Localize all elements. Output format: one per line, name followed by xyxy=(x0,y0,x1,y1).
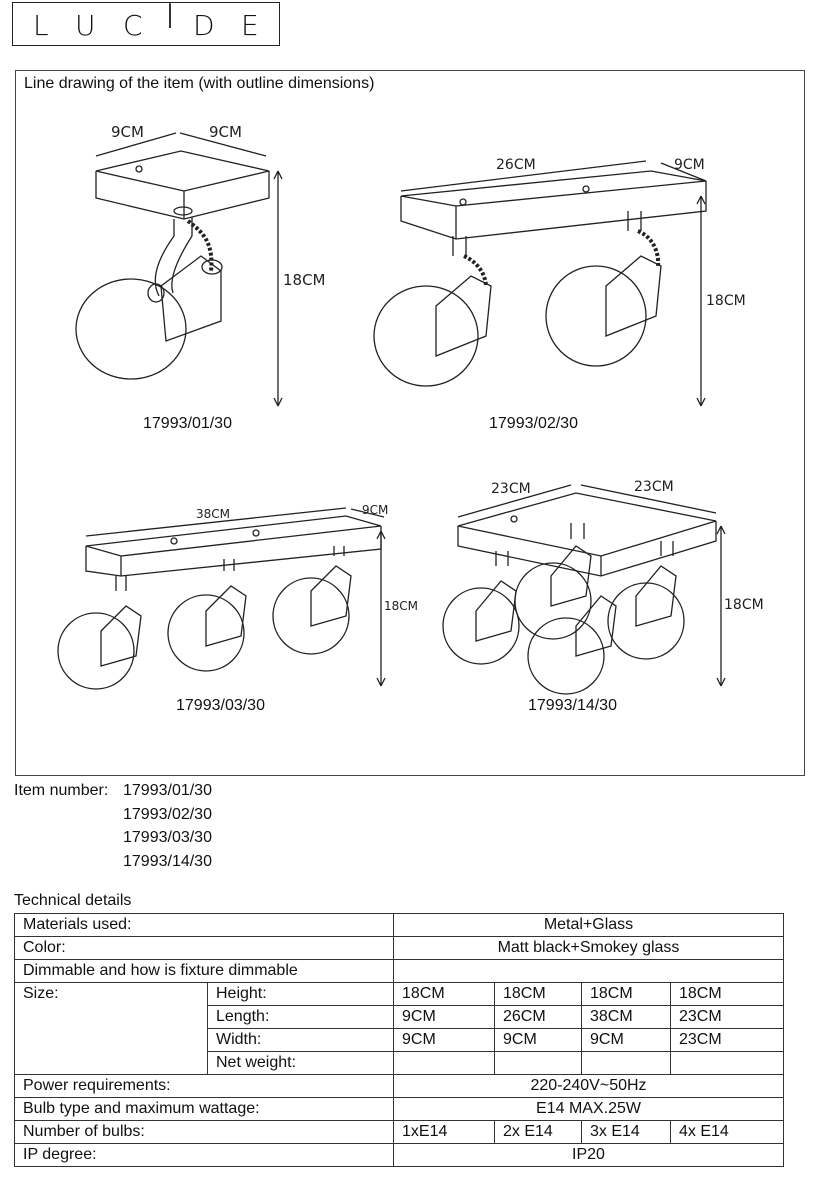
brand-logo: L U C I D E xyxy=(12,0,280,46)
row-value: 220-240V~50Hz xyxy=(393,1074,784,1098)
cell: 18CM xyxy=(494,982,582,1006)
cell: 1xE14 xyxy=(393,1120,495,1144)
item-number: 17993/03/30 xyxy=(123,829,212,846)
fixture-quad-drawing xyxy=(442,484,726,695)
table-row: Power requirements: 220-240V~50Hz xyxy=(14,1074,784,1098)
technical-details-table: Materials used: Metal+Glass Color: Matt … xyxy=(14,913,784,1167)
item-number-label: Item number: xyxy=(14,782,109,799)
line-drawings xyxy=(57,132,726,695)
row-value: IP20 xyxy=(393,1143,784,1167)
logo-letter: U xyxy=(75,9,96,42)
cell xyxy=(670,1051,784,1075)
table-row: Number of bulbs: 1xE14 2x E14 3x E14 4x … xyxy=(14,1120,784,1144)
drawing-code: 17993/01/30 xyxy=(143,415,232,432)
cell: 9CM xyxy=(494,1028,582,1052)
empty-cell xyxy=(14,1051,208,1075)
row-label: Dimmable and how is fixture dimmable xyxy=(14,959,394,983)
logo-letter: I xyxy=(165,0,176,37)
technical-details-title: Technical details xyxy=(14,892,132,909)
cell: 4x E14 xyxy=(670,1120,784,1144)
dim-label: 18CM xyxy=(384,599,419,613)
table-row: Size: Height: 18CM 18CM 18CM 18CM xyxy=(14,982,784,1006)
row-label: Power requirements: xyxy=(14,1074,394,1098)
cell: 23CM xyxy=(670,1028,784,1052)
row-label: Size: xyxy=(14,982,208,1006)
table-row: Net weight: xyxy=(14,1051,784,1075)
logo-letter: E xyxy=(241,9,259,42)
row-label: Materials used: xyxy=(14,913,394,937)
row-label: Color: xyxy=(14,936,394,960)
logo-letter: C xyxy=(123,9,143,42)
row-label: IP degree: xyxy=(14,1143,394,1167)
dim-label: 23CM xyxy=(491,481,531,497)
table-row: Color: Matt black+Smokey glass xyxy=(14,936,784,960)
fixture-triple-drawing xyxy=(57,507,386,690)
cell: 9CM xyxy=(581,1028,671,1052)
row-value: Metal+Glass xyxy=(393,913,784,937)
row-value: E14 MAX.25W xyxy=(393,1097,784,1121)
empty-cell xyxy=(14,1028,208,1052)
row-value xyxy=(393,959,784,983)
item-number: 17993/01/30 xyxy=(123,782,212,799)
cell xyxy=(581,1051,671,1075)
cell: 23CM xyxy=(670,1005,784,1029)
cell: 26CM xyxy=(494,1005,582,1029)
row-label: Bulb type and maximum wattage: xyxy=(14,1097,394,1121)
cell: 2x E14 xyxy=(494,1120,582,1144)
cell: 18CM xyxy=(581,982,671,1006)
cell: 3x E14 xyxy=(581,1120,671,1144)
row-sublabel: Length: xyxy=(207,1005,394,1029)
dim-label: 18CM xyxy=(724,597,764,613)
drawing-title: Line drawing of the item (with outline d… xyxy=(24,75,375,92)
cell xyxy=(393,1051,495,1075)
dim-label: 9CM xyxy=(674,157,705,173)
dim-label: 18CM xyxy=(283,271,326,289)
cell: 38CM xyxy=(581,1005,671,1029)
row-sublabel: Height: xyxy=(207,982,394,1006)
cell: 9CM xyxy=(393,1028,495,1052)
fixture-double-drawing xyxy=(373,160,707,407)
drawing-code: 17993/03/30 xyxy=(176,697,265,714)
row-sublabel: Width: xyxy=(207,1028,394,1052)
dim-label: 9CM xyxy=(362,503,389,517)
empty-cell xyxy=(14,1005,208,1029)
line-drawing-panel: Line drawing of the item (with outline d… xyxy=(15,70,805,776)
table-row: Materials used: Metal+Glass xyxy=(14,913,784,937)
logo-letter: L xyxy=(33,9,49,42)
table-row: Dimmable and how is fixture dimmable xyxy=(14,959,784,983)
cell: 9CM xyxy=(393,1005,495,1029)
table-row: Length: 9CM 26CM 38CM 23CM xyxy=(14,1005,784,1029)
table-row: Width: 9CM 9CM 9CM 23CM xyxy=(14,1028,784,1052)
row-label: Number of bulbs: xyxy=(14,1120,394,1144)
cell: 18CM xyxy=(670,982,784,1006)
dim-label: 26CM xyxy=(496,157,536,173)
table-row: IP degree: IP20 xyxy=(14,1143,784,1167)
cell xyxy=(494,1051,582,1075)
drawing-code: 17993/02/30 xyxy=(489,415,578,432)
logo-letter: D xyxy=(193,9,215,42)
item-number: 17993/02/30 xyxy=(123,805,212,823)
row-value: Matt black+Smokey glass xyxy=(393,936,784,960)
fixture-single-drawing xyxy=(75,132,283,407)
drawing-code: 17993/14/30 xyxy=(528,697,617,714)
dim-label: 23CM xyxy=(634,479,674,495)
dim-label: 9CM xyxy=(111,123,144,141)
table-row: Bulb type and maximum wattage: E14 MAX.2… xyxy=(14,1097,784,1121)
cell: 18CM xyxy=(393,982,495,1006)
dim-label: 9CM xyxy=(209,123,242,141)
dim-label: 18CM xyxy=(706,293,746,309)
dim-label: 38CM xyxy=(196,507,231,521)
row-sublabel: Net weight: xyxy=(207,1051,394,1075)
item-number: 17993/14/30 xyxy=(123,852,212,870)
